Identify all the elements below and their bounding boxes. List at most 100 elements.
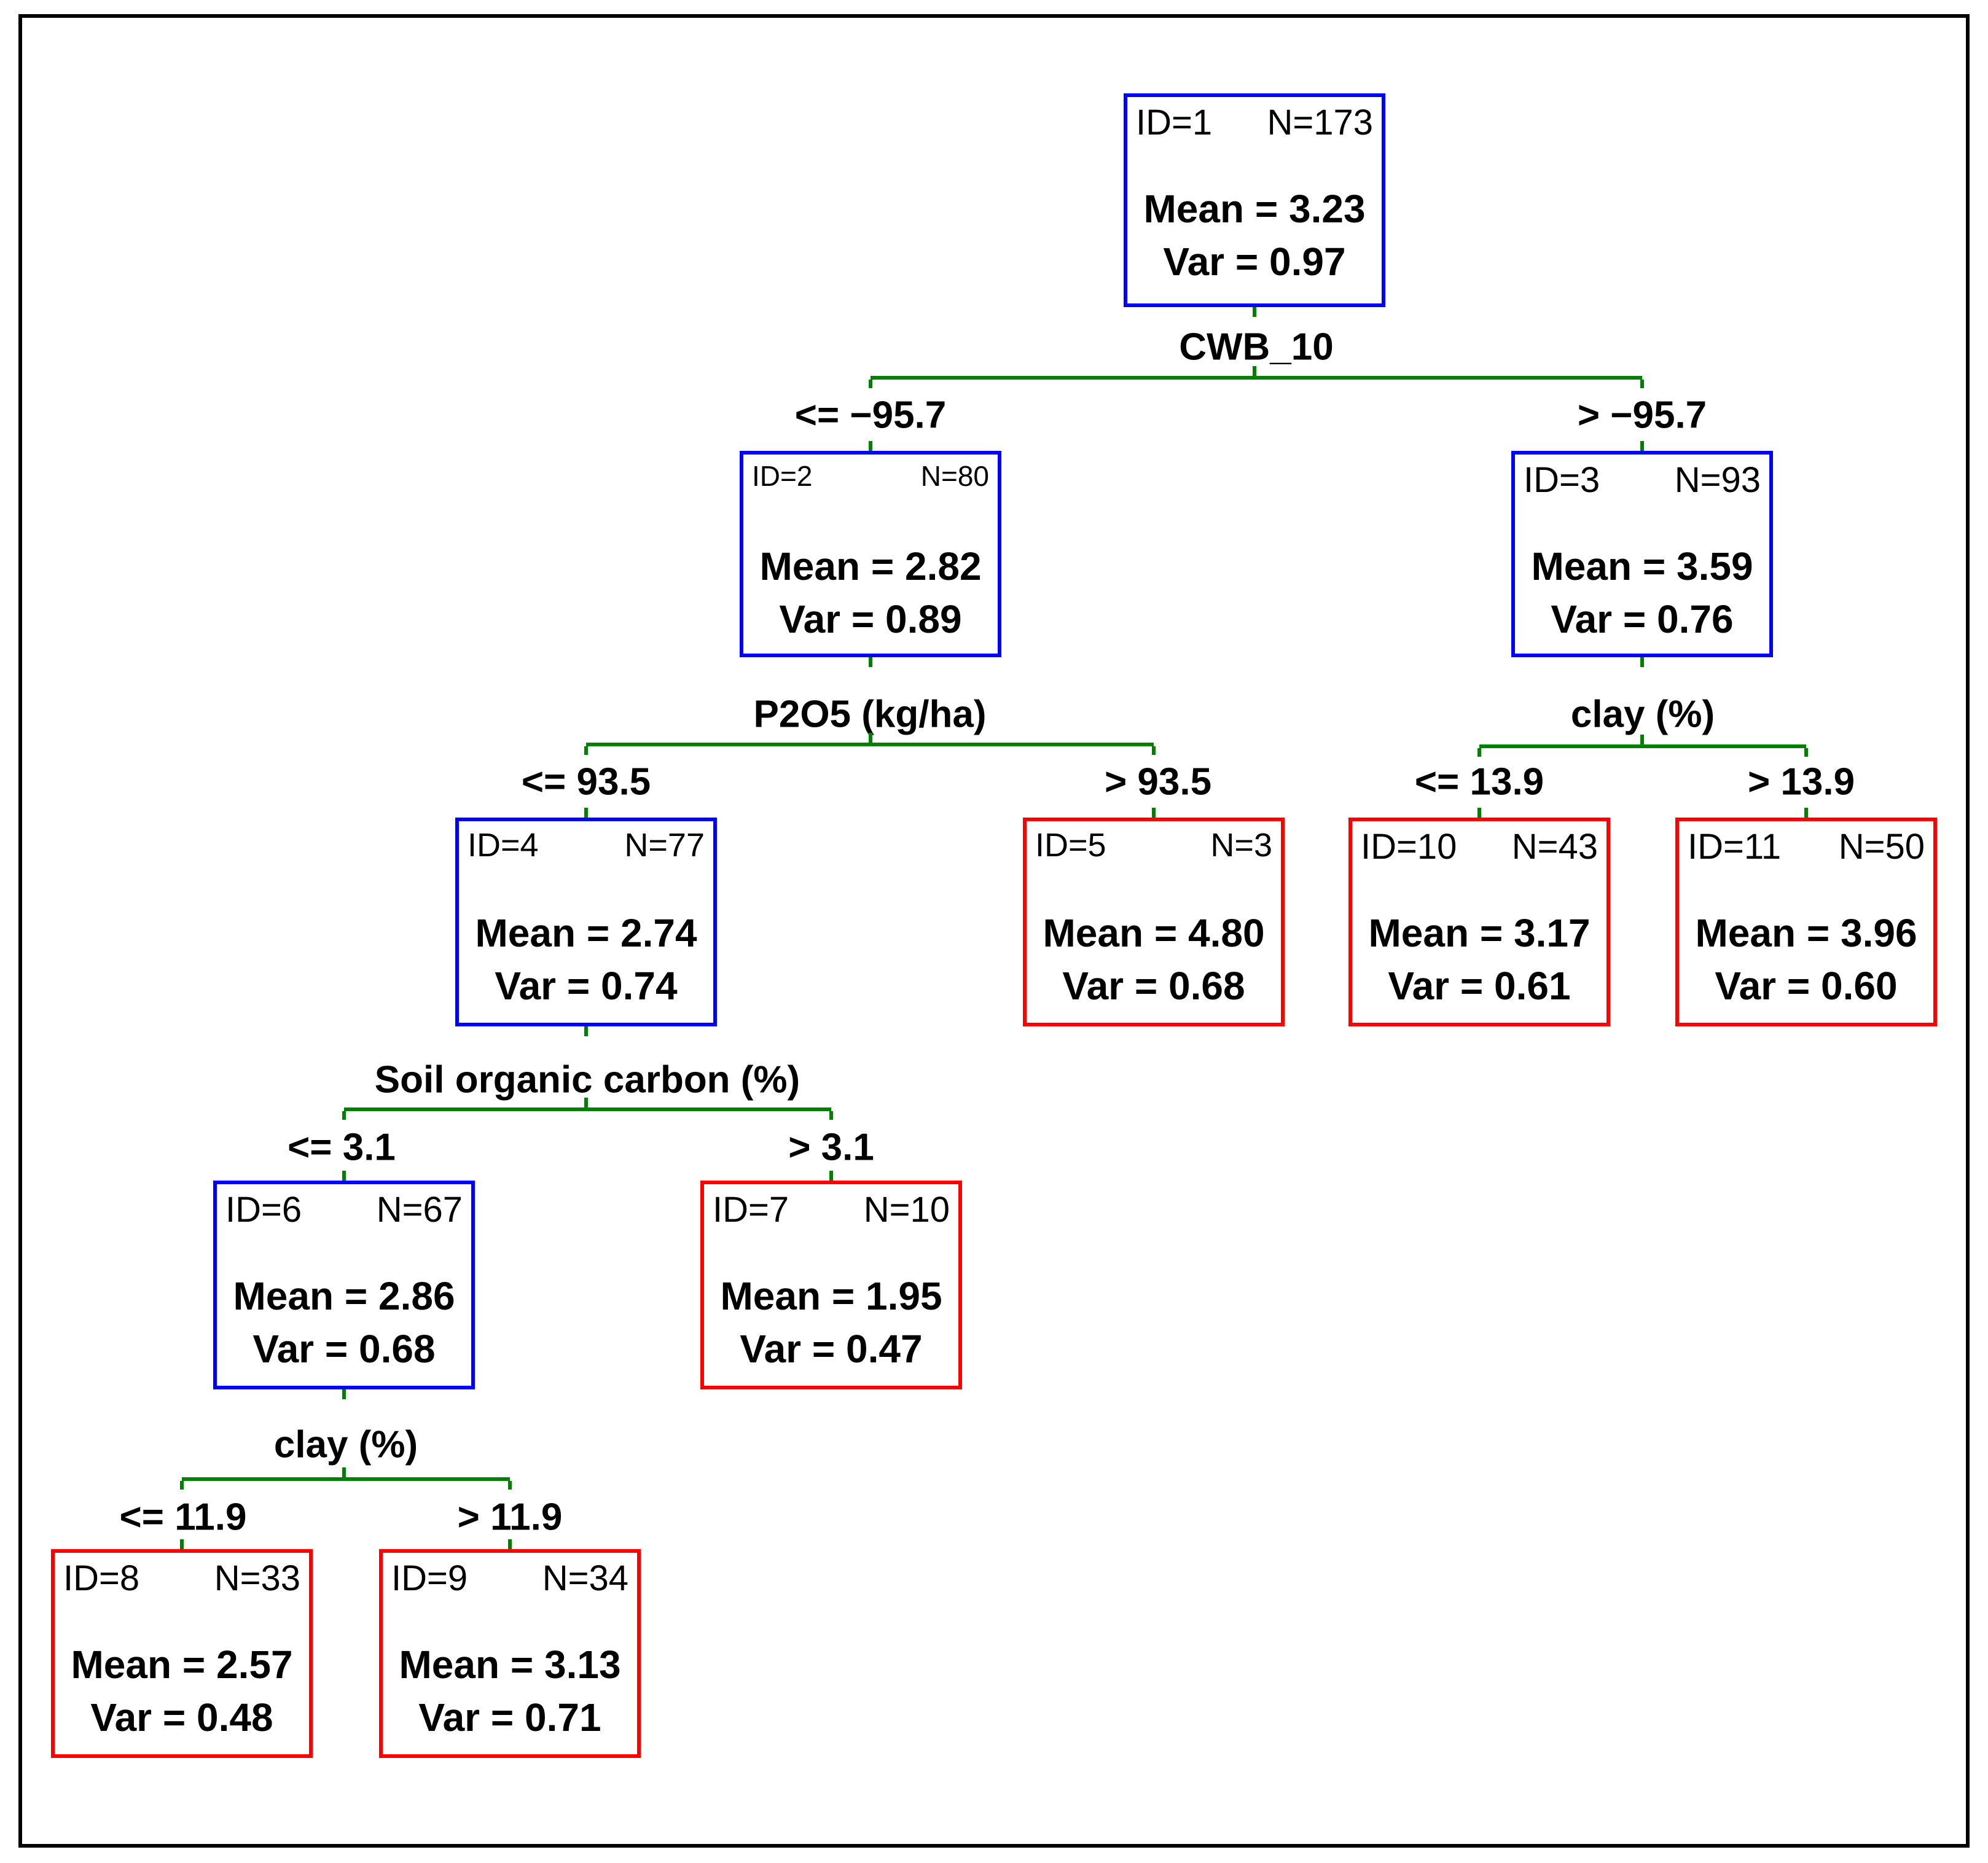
connector-tick (1253, 366, 1256, 376)
connector-tick (869, 733, 872, 743)
node-id-label: ID=11 (1688, 827, 1782, 867)
branch-label-left: <= −95.7 (794, 394, 947, 437)
node-mean-label: Mean = 3.96 (1695, 911, 1917, 955)
branch-label-left: <= 93.5 (521, 760, 651, 803)
node-n-label: N=93 (1674, 460, 1761, 500)
node-n-label: N=50 (1838, 827, 1925, 867)
node-n-label: N=77 (624, 827, 705, 864)
node-n-label: N=80 (920, 460, 989, 492)
connector-tick (1253, 307, 1256, 317)
node-id-label: ID=3 (1524, 460, 1600, 500)
node-mean-label: Mean = 4.80 (1043, 911, 1265, 955)
node-id9: ID=9 N=34 Mean = 3.13 Var = 0.71 (379, 1549, 641, 1758)
node-id-label: ID=5 (1035, 827, 1106, 864)
node-id-label: ID=8 (63, 1558, 140, 1598)
split-horizontal-line (586, 743, 1154, 746)
branch-label-right: > 11.9 (457, 1496, 563, 1539)
connector-tick (1152, 746, 1156, 755)
connector-tick (869, 441, 872, 451)
node-id1: ID=1 N=173 Mean = 3.23 Var = 0.97 (1124, 93, 1385, 307)
split-variable-label: clay (%) (273, 1423, 418, 1466)
node-id8-header: ID=8 N=33 (55, 1553, 309, 1598)
connector-tick (584, 1098, 588, 1107)
node-id-label: ID=4 (468, 827, 539, 864)
connector-tick (342, 1467, 346, 1477)
connector-tick (342, 1389, 346, 1399)
connector-tick (1804, 748, 1808, 757)
connector-tick (1477, 808, 1481, 818)
split-variable-label: P2O5 (kg/ha) (753, 693, 987, 736)
node-id-label: ID=6 (225, 1190, 302, 1230)
node-var-label: Var = 0.71 (418, 1695, 601, 1740)
node-mean-label: Mean = 2.57 (71, 1642, 293, 1687)
node-n-label: N=10 (863, 1190, 950, 1230)
node-id11-header: ID=11 N=50 (1679, 821, 1933, 867)
connector-tick (508, 1481, 512, 1490)
node-id10-header: ID=10 N=43 (1352, 821, 1606, 867)
node-var-label: Var = 0.68 (252, 1327, 436, 1371)
node-id8: ID=8 N=33 Mean = 2.57 Var = 0.48 (51, 1549, 313, 1758)
connector-tick (1804, 808, 1808, 818)
node-var-label: Var = 0.76 (1551, 597, 1734, 641)
connector-tick (180, 1481, 184, 1490)
connector-tick (1640, 380, 1644, 388)
connector-tick (1477, 748, 1481, 757)
connector-tick (1152, 808, 1156, 818)
node-var-label: Var = 0.47 (740, 1327, 923, 1371)
node-id-label: ID=1 (1136, 103, 1213, 143)
node-id9-header: ID=9 N=34 (383, 1553, 637, 1598)
node-id2-header: ID=2 N=80 (743, 455, 998, 492)
node-id7: ID=7 N=10 Mean = 1.95 Var = 0.47 (700, 1181, 962, 1389)
connector-tick (1640, 735, 1644, 744)
node-id-label: ID=7 (713, 1190, 789, 1230)
node-id-label: ID=9 (391, 1558, 468, 1598)
node-n-label: N=3 (1210, 827, 1272, 864)
node-n-label: N=67 (376, 1190, 463, 1230)
node-id6: ID=6 N=67 Mean = 2.86 Var = 0.68 (213, 1181, 475, 1389)
split-horizontal-line (1479, 744, 1806, 748)
connector-tick (584, 746, 588, 755)
node-id11: ID=11 N=50 Mean = 3.96 Var = 0.60 (1675, 818, 1937, 1026)
node-id1-header: ID=1 N=173 (1127, 97, 1382, 143)
node-mean-label: Mean = 1.95 (720, 1274, 942, 1318)
connector-tick (342, 1171, 346, 1181)
node-id2: ID=2 N=80 Mean = 2.82 Var = 0.89 (740, 451, 1001, 657)
node-mean-label: Mean = 3.17 (1368, 911, 1591, 955)
connector-tick (829, 1111, 833, 1120)
node-id3: ID=3 N=93 Mean = 3.59 Var = 0.76 (1511, 451, 1773, 657)
branch-label-right: > 3.1 (788, 1126, 874, 1169)
split-horizontal-line (871, 376, 1642, 380)
node-var-label: Var = 0.61 (1388, 964, 1571, 1008)
node-mean-label: Mean = 2.74 (475, 911, 697, 955)
connector-tick (1640, 441, 1644, 451)
connector-tick (584, 808, 588, 818)
split-variable-label: Soil organic carbon (%) (374, 1058, 800, 1101)
node-n-label: N=33 (214, 1558, 300, 1598)
node-id5: ID=5 N=3 Mean = 4.80 Var = 0.68 (1023, 818, 1285, 1026)
split-horizontal-line (344, 1107, 831, 1111)
node-id6-header: ID=6 N=67 (217, 1184, 471, 1230)
outer-border (18, 14, 1970, 1848)
node-id5-header: ID=5 N=3 (1027, 821, 1281, 864)
node-mean-label: Mean = 3.59 (1531, 544, 1753, 588)
branch-label-left: <= 13.9 (1414, 760, 1544, 803)
connector-tick (508, 1539, 512, 1549)
node-id-label: ID=2 (752, 460, 813, 492)
node-mean-label: Mean = 2.82 (759, 544, 982, 588)
node-var-label: Var = 0.74 (495, 964, 678, 1008)
split-variable-label: clay (%) (1570, 693, 1715, 736)
node-n-label: N=43 (1511, 827, 1598, 867)
branch-label-left: <= 11.9 (119, 1496, 247, 1539)
connector-tick (584, 1026, 588, 1036)
connector-tick (869, 380, 872, 388)
node-var-label: Var = 0.89 (779, 597, 962, 641)
split-variable-label: CWB_10 (1179, 326, 1334, 369)
node-id3-header: ID=3 N=93 (1515, 455, 1769, 500)
node-mean-label: Mean = 3.23 (1143, 187, 1366, 231)
node-id4: ID=4 N=77 Mean = 2.74 Var = 0.74 (455, 818, 717, 1026)
node-n-label: N=173 (1267, 103, 1373, 143)
node-n-label: N=34 (542, 1558, 628, 1598)
node-var-label: Var = 0.97 (1163, 240, 1346, 284)
branch-label-left: <= 3.1 (288, 1126, 396, 1169)
